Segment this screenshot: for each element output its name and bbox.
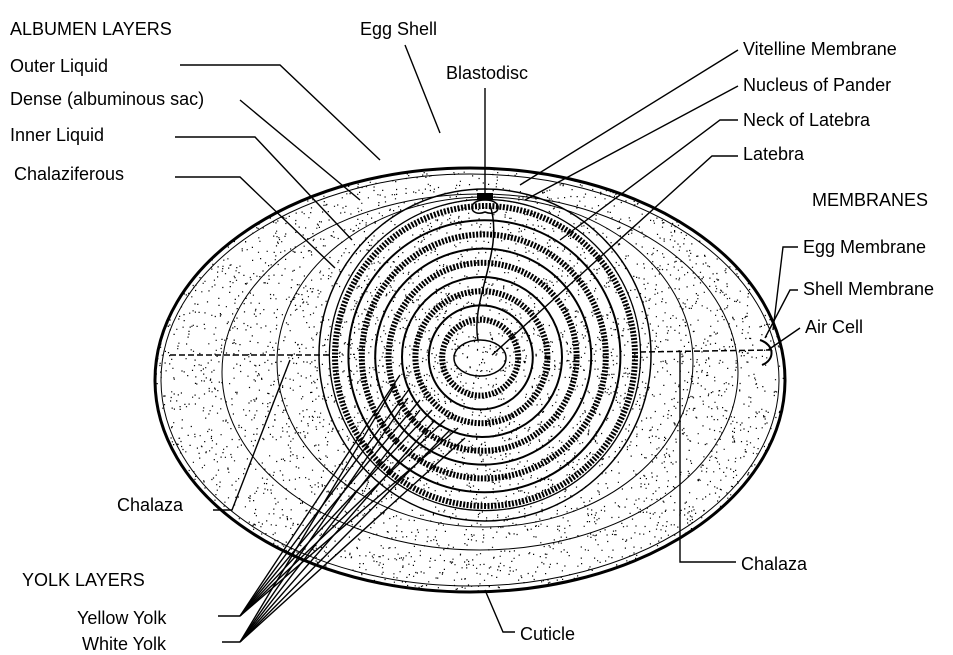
- label-air-cell: Air Cell: [805, 317, 863, 337]
- label-neck-of-latebra: Neck of Latebra: [743, 110, 871, 130]
- label-chalaza-left: Chalaza: [117, 495, 184, 515]
- label-chalaziferous: Chalaziferous: [14, 164, 124, 184]
- leader-white-yolk: [240, 385, 395, 642]
- heading-membranes: MEMBRANES: [812, 190, 928, 210]
- label-inner-liquid: Inner Liquid: [10, 125, 104, 145]
- leader-cuticle: [485, 590, 515, 632]
- leader-nucleus-of-pander: [525, 86, 738, 200]
- label-outer-liquid: Outer Liquid: [10, 56, 108, 76]
- leader-yellow-yolk: [240, 400, 420, 616]
- label-chalaza-right: Chalaza: [741, 554, 808, 574]
- leader-neck-of-latebra: [560, 120, 738, 240]
- label-egg-membrane: Egg Membrane: [803, 237, 926, 257]
- egg-cross-section: [155, 168, 785, 593]
- label-cuticle: Cuticle: [520, 624, 575, 644]
- label-egg-shell: Egg Shell: [360, 19, 437, 39]
- leader-outer-liquid: [180, 65, 380, 160]
- label-nucleus-of-pander: Nucleus of Pander: [743, 75, 891, 95]
- yolk-rings: [330, 200, 640, 510]
- leader-chalaza-right: [680, 352, 736, 562]
- leader-yellow-yolk: [240, 410, 432, 616]
- heading-albumen-layers: ALBUMEN LAYERS: [10, 19, 172, 39]
- air-cell: [760, 340, 772, 365]
- label-blastodisc: Blastodisc: [446, 63, 528, 83]
- heading-yolk-layers: YOLK LAYERS: [22, 570, 145, 590]
- leader-yellow-yolk: [240, 420, 445, 616]
- leader-yellow-yolk: [240, 375, 400, 616]
- leader-white-yolk: [240, 410, 420, 642]
- leader-egg-shell: [405, 45, 440, 133]
- label-white-yolk: White Yolk: [82, 634, 167, 654]
- label-yellow-yolk: Yellow Yolk: [77, 608, 167, 628]
- label-dense-albumen: Dense (albuminous sac): [10, 89, 204, 109]
- leader-white-yolk: [240, 420, 435, 642]
- label-shell-membrane: Shell Membrane: [803, 279, 934, 299]
- chalaza-right-strand: [640, 350, 770, 352]
- leader-egg-membrane: [773, 247, 798, 330]
- leader-inner-liquid: [175, 137, 352, 240]
- leader-white-yolk: [240, 398, 408, 642]
- leader-vitelline-membrane: [520, 50, 738, 185]
- label-vitelline-membrane: Vitelline Membrane: [743, 39, 897, 59]
- leader-white-yolk: [240, 430, 450, 642]
- label-latebra: Latebra: [743, 144, 805, 164]
